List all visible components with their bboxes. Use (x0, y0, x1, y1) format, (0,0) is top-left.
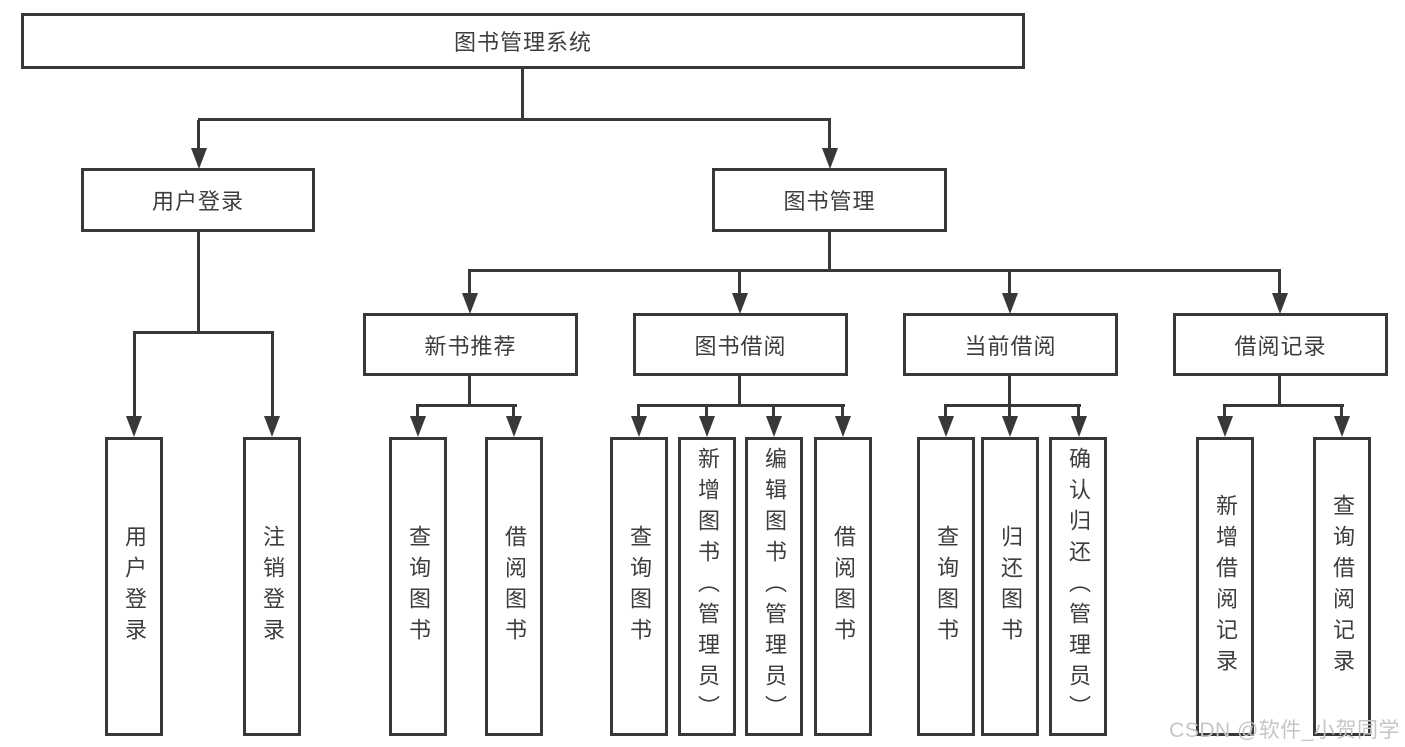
leaf-confirm-return-admin-label: 确认归还（管理员） (1066, 447, 1091, 726)
node-current-borrowing-label: 当前借阅 (964, 333, 1057, 359)
node-book-borrowing: 图书借阅 (633, 313, 848, 376)
leaf-return-books-label: 归还图书 (998, 524, 1023, 649)
connector-book-management-stem (828, 232, 831, 272)
leaf-user-login: 用户登录 (105, 437, 163, 736)
leaf-add-borrow-record: 新增借阅记录 (1196, 437, 1254, 736)
connector-leaf (772, 404, 775, 418)
arrow-down-icon (938, 416, 954, 437)
connector-current-borrowing-stem (1008, 376, 1011, 407)
connector-leaf (944, 404, 947, 418)
node-book-management-label: 图书管理 (783, 189, 876, 214)
arrow-down-icon (1334, 416, 1350, 437)
connector-level3-branch (469, 269, 1281, 272)
leaf-query-books-new-label: 查询图书 (406, 524, 431, 649)
node-new-book-recommendation-label: 新书推荐 (424, 333, 517, 359)
arrow-down-icon (1217, 416, 1233, 437)
leaf-query-borrow-record-label: 查询借阅记录 (1330, 493, 1355, 680)
node-book-borrowing-label: 图书借阅 (694, 333, 787, 359)
connector-to-book-management (828, 120, 831, 150)
connector-leaf (705, 404, 708, 418)
leaf-query-books-borrow: 查询图书 (610, 437, 668, 736)
arrow-down-icon (191, 148, 207, 169)
arrow-down-icon (1002, 416, 1018, 437)
leaf-user-login-label: 用户登录 (122, 524, 147, 649)
connector-book-borrowing-branch (637, 404, 845, 407)
connector-to-new-book (468, 269, 471, 295)
leaf-borrow-books-label: 借阅图书 (831, 524, 856, 649)
arrow-down-icon (462, 293, 478, 314)
arrow-down-icon (410, 416, 426, 437)
leaf-query-books-current: 查询图书 (917, 437, 975, 736)
arrow-down-icon (835, 416, 851, 437)
leaf-return-books: 归还图书 (981, 437, 1039, 736)
connector-leaf (1340, 404, 1343, 418)
node-new-book-recommendation: 新书推荐 (363, 313, 578, 376)
connector-root-stem (521, 69, 524, 120)
connector-borrowing-records-branch (1223, 404, 1344, 407)
node-library-management-system: 图书管理系统 (21, 13, 1025, 69)
leaf-edit-books-admin: 编辑图书（管理员） (745, 437, 803, 736)
leaf-add-books-admin: 新增图书（管理员） (678, 437, 736, 736)
leaf-query-books-new: 查询图书 (389, 437, 447, 736)
connector-leaf (416, 404, 419, 418)
leaf-borrow-books: 借阅图书 (814, 437, 872, 736)
arrow-down-icon (1071, 416, 1087, 437)
arrow-down-icon (264, 416, 280, 437)
node-library-management-system-label: 图书管理系统 (453, 30, 592, 55)
watermark-text: CSDN @软件_小贺同学 (1169, 719, 1400, 742)
arrow-down-icon (1272, 293, 1288, 314)
leaf-add-books-admin-label: 新增图书（管理员） (695, 447, 720, 726)
node-user-login: 用户登录 (81, 168, 315, 232)
leaf-query-books-borrow-label: 查询图书 (627, 524, 652, 649)
connector-current-borrowing-branch (944, 404, 1081, 407)
arrow-down-icon (766, 416, 782, 437)
connector-to-book-borrowing (738, 269, 741, 295)
leaf-edit-books-admin-label: 编辑图书（管理员） (762, 447, 787, 726)
leaf-add-borrow-record-label: 新增借阅记录 (1213, 493, 1238, 680)
connector-to-leaf-user-login (133, 331, 136, 417)
arrow-down-icon (699, 416, 715, 437)
leaf-confirm-return-admin: 确认归还（管理员） (1049, 437, 1107, 736)
leaf-query-books-current-label: 查询图书 (934, 524, 959, 649)
connector-to-user-login (197, 120, 200, 150)
connector-leaf (637, 404, 640, 418)
connector-leaf (1008, 404, 1011, 418)
leaf-logout-label: 注销登录 (260, 524, 285, 649)
connector-level2-branch (198, 118, 831, 121)
connector-book-borrowing-stem (738, 376, 741, 407)
connector-leaf (1223, 404, 1226, 418)
connector-leaf (841, 404, 844, 418)
arrow-down-icon (631, 416, 647, 437)
leaf-query-borrow-record: 查询借阅记录 (1313, 437, 1371, 736)
arrow-down-icon (732, 293, 748, 314)
arrow-down-icon (822, 148, 838, 169)
leaf-logout: 注销登录 (243, 437, 301, 736)
connector-leaf (1077, 404, 1080, 418)
connector-to-current-borrowing (1008, 269, 1011, 295)
node-borrowing-records: 借阅记录 (1173, 313, 1388, 376)
connector-user-login-branch (133, 331, 274, 334)
leaf-borrow-books-new: 借阅图书 (485, 437, 543, 736)
arrow-down-icon (1002, 293, 1018, 314)
connector-borrowing-records-stem (1278, 376, 1281, 407)
connector-new-book-branch (416, 404, 517, 407)
connector-leaf (512, 404, 515, 418)
connector-new-book-stem (468, 376, 471, 407)
node-borrowing-records-label: 借阅记录 (1234, 333, 1327, 359)
leaf-borrow-books-new-label: 借阅图书 (502, 524, 527, 649)
node-book-management: 图书管理 (712, 168, 947, 232)
connector-to-borrowing-records (1278, 269, 1281, 295)
arrow-down-icon (506, 416, 522, 437)
connector-to-leaf-logout (271, 331, 274, 417)
node-current-borrowing: 当前借阅 (903, 313, 1118, 376)
node-user-login-label: 用户登录 (151, 189, 244, 214)
connector-user-login-stem (197, 232, 200, 334)
arrow-down-icon (126, 416, 142, 437)
